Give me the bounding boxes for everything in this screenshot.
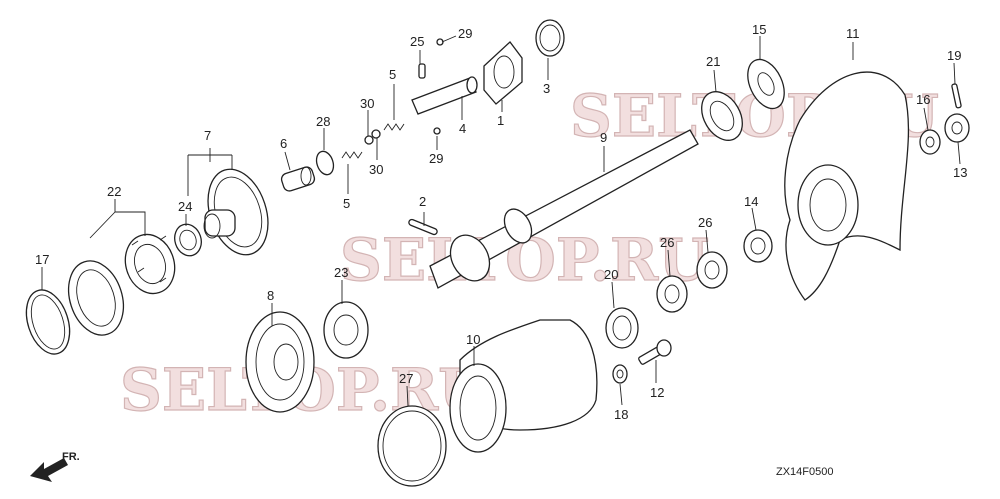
- front-direction-arrow: FR.: [30, 451, 80, 482]
- part-22-bearing-race: [67, 260, 125, 336]
- callout-27: 27: [399, 371, 413, 386]
- callout-29-lower: 29: [429, 151, 443, 166]
- callout-26-b: 26: [660, 235, 674, 250]
- part-9-propeller-shaft: [429, 129, 699, 289]
- callout-23: 23: [334, 265, 348, 280]
- callout-1: 1: [497, 113, 504, 128]
- callout-18: 18: [614, 407, 628, 422]
- part-8-bevel-gear: [245, 311, 315, 413]
- callout-28: 28: [316, 114, 330, 129]
- part-23-ball-bearing: [323, 301, 369, 359]
- callout-22: 22: [107, 184, 121, 199]
- callout-11: 11: [846, 26, 860, 41]
- part-11-propeller: [784, 71, 910, 301]
- callout-30-upper: 30: [360, 96, 374, 111]
- callout-26-a: 26: [698, 215, 712, 230]
- callout-2: 2: [419, 194, 426, 209]
- part-21-thrust-bearing: [701, 91, 743, 141]
- diagram-code: ZX14F0500: [776, 466, 833, 478]
- callout-13: 13: [953, 165, 967, 180]
- callout-4: 4: [459, 121, 466, 136]
- part-29-ball-b: [433, 127, 441, 135]
- part-19-cotter-pin: [951, 83, 962, 109]
- part-22-roller-bearing: [124, 233, 176, 295]
- part-30-ball-a: [364, 135, 374, 145]
- callout-29-upper: 29: [458, 26, 472, 41]
- callout-7: 7: [204, 128, 211, 143]
- part-24-needle-bearing: [174, 223, 202, 257]
- callout-30-lower: 30: [369, 162, 383, 177]
- part-10-bearing-holder: [449, 319, 598, 453]
- callout-9: 9: [600, 130, 607, 145]
- part-12-bolt: [638, 339, 672, 365]
- part-15-thrust-washer: [747, 58, 785, 110]
- part-14-spacer: [743, 229, 773, 263]
- callout-21: 21: [706, 54, 720, 69]
- callout-10: 10: [466, 332, 480, 347]
- callout-8: 8: [267, 288, 274, 303]
- part-26-oil-seal-a: [696, 251, 728, 289]
- part-28-washer: [315, 150, 335, 176]
- part-26-oil-seal-b: [656, 275, 688, 313]
- part-13-castle-nut: [944, 113, 970, 143]
- part-1-dog-clutch: [483, 41, 523, 105]
- callout-24: 24: [178, 199, 192, 214]
- part-7-bevel-gear: [203, 168, 269, 256]
- callout-14: 14: [744, 194, 758, 209]
- callout-5-upper: 5: [389, 67, 396, 82]
- callout-3: 3: [543, 81, 550, 96]
- part-5-spring-lower: [341, 151, 363, 159]
- front-label: FR.: [62, 451, 80, 463]
- callout-6: 6: [280, 136, 287, 151]
- part-17-o-ring: [25, 289, 71, 355]
- part-3-ring: [535, 19, 565, 57]
- part-16-washer: [919, 129, 941, 155]
- part-25-pin: [418, 63, 426, 79]
- callout-25: 25: [410, 34, 424, 49]
- part-20-needle-bearing: [605, 307, 639, 349]
- callout-17: 17: [35, 252, 49, 267]
- callout-20: 20: [604, 267, 618, 282]
- part-27-o-ring: [377, 405, 447, 487]
- callout-19: 19: [947, 48, 961, 63]
- callout-16: 16: [916, 92, 930, 107]
- part-30-ball-b: [371, 129, 381, 139]
- part-6-shaft-sleeve: [280, 166, 316, 192]
- callout-15: 15: [752, 22, 766, 37]
- part-4-shift-rod: [411, 76, 478, 115]
- callout-12: 12: [650, 385, 664, 400]
- part-18-washer: [612, 364, 628, 384]
- part-5-spring-upper: [383, 123, 405, 131]
- leader-lines: [41, 35, 961, 407]
- callout-5-lower: 5: [343, 196, 350, 211]
